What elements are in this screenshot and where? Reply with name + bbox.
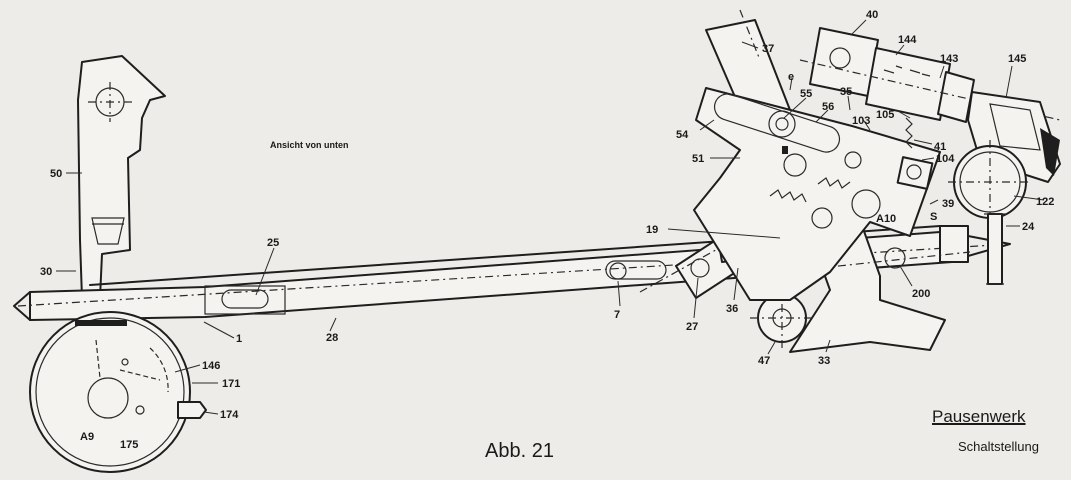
stud-24	[984, 213, 1006, 285]
label-105: 105	[876, 109, 894, 121]
label-40: 40	[866, 9, 878, 21]
label-27: 27	[686, 321, 698, 333]
label-33: 33	[818, 355, 830, 367]
label-143: 143	[940, 53, 958, 65]
label-28: 28	[326, 332, 338, 344]
label-A9: A9	[80, 431, 94, 443]
label-103: 103	[852, 115, 870, 127]
label-174: 174	[220, 409, 239, 421]
label-37: 37	[762, 43, 774, 55]
label-51: 51	[692, 153, 704, 165]
label-171: 171	[222, 378, 240, 390]
label-56: 56	[822, 101, 834, 113]
label-146: 146	[202, 360, 220, 372]
label-39: 39	[942, 198, 954, 210]
label-36: 36	[726, 303, 738, 315]
label-200: 200	[912, 288, 930, 300]
wheel-146	[29, 311, 207, 473]
label-1: 1	[236, 333, 242, 345]
roller-122	[948, 140, 1032, 224]
plate-51	[693, 87, 941, 301]
leader-lines	[56, 19, 1045, 415]
part-number-labels: 50 30 25 1 28 146 171 174 A9 175 7 27 36…	[40, 9, 1054, 451]
label-A10: A10	[876, 213, 896, 225]
label-50: 50	[50, 168, 62, 180]
label-47: 47	[758, 355, 770, 367]
label-24: 24	[1022, 221, 1035, 233]
label-55: 55	[800, 88, 812, 100]
label-25: 25	[267, 237, 279, 249]
label-19: 19	[646, 224, 658, 236]
label-54: 54	[676, 129, 689, 141]
solenoid-40	[799, 27, 1061, 123]
view-note: Ansicht von unten	[270, 140, 349, 150]
label-145: 145	[1008, 53, 1026, 65]
figure-caption: Abb. 21	[485, 440, 554, 462]
label-175: 175	[120, 439, 138, 451]
label-144: 144	[898, 34, 917, 46]
label-41: 41	[934, 141, 946, 153]
label-S: S	[930, 211, 937, 223]
label-122: 122	[1036, 196, 1054, 208]
figure-title: Pausenwerk	[932, 407, 1026, 426]
label-e: e	[788, 71, 794, 83]
roller-47	[750, 286, 814, 350]
label-7: 7	[614, 309, 620, 321]
figure-subtitle: Schaltstellung	[958, 439, 1039, 454]
label-30: 30	[40, 266, 52, 278]
label-104: 104	[936, 153, 955, 165]
label-35: 35	[840, 86, 852, 98]
lever-50	[77, 55, 166, 299]
